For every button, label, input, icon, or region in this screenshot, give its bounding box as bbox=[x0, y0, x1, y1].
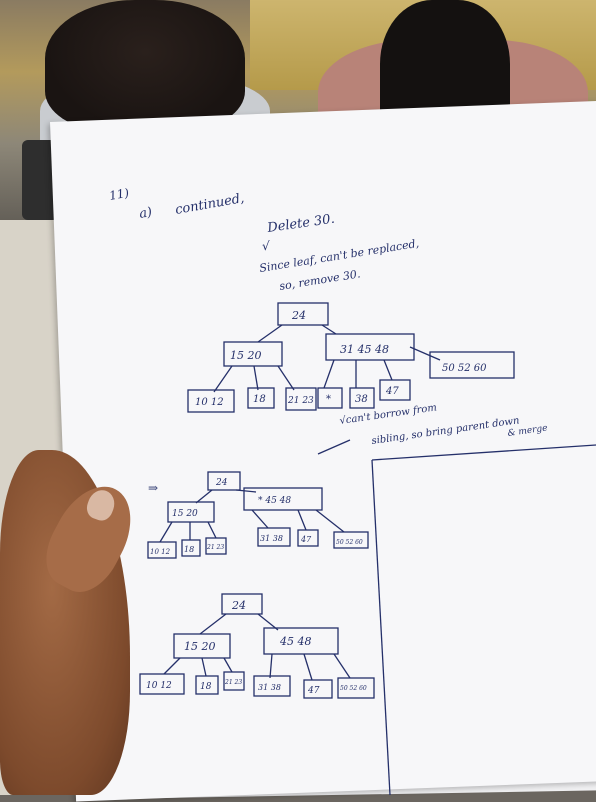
tree2-root-node bbox=[207, 471, 241, 491]
tree2-leaf-text: 21 23 bbox=[206, 544, 224, 551]
tree1-leaf-text: 10 12 bbox=[195, 397, 224, 408]
tree1-leaf-text: * bbox=[326, 394, 331, 405]
heading-title: continued, bbox=[174, 191, 245, 218]
margin-line bbox=[371, 459, 391, 795]
tree2-leaf-text: 31 38 bbox=[260, 534, 283, 543]
tree2-leaf bbox=[205, 537, 227, 555]
tree3-leaf bbox=[303, 679, 333, 699]
tree3-leaf bbox=[253, 675, 291, 697]
instruction-line2: so, remove 30. bbox=[278, 267, 361, 293]
delete-label: Delete 30. bbox=[265, 212, 335, 236]
heading-number: 11) bbox=[108, 186, 130, 203]
tree2-leaf-text: 10 12 bbox=[150, 548, 171, 556]
tree3-root-text: 24 bbox=[231, 599, 246, 612]
tree1-leaf bbox=[187, 389, 235, 413]
tree3-right-node bbox=[263, 627, 339, 655]
tree3-leaf-text: 18 bbox=[200, 682, 212, 692]
tree3-leaf bbox=[139, 673, 185, 695]
tree1-overflow-node bbox=[429, 351, 515, 379]
tree3-leaf-text: 31 38 bbox=[258, 683, 281, 692]
tree3-right-text: 45 48 bbox=[279, 635, 312, 648]
tree2-root-text: 24 bbox=[215, 478, 228, 488]
tree2-leaf-text: 18 bbox=[184, 545, 194, 554]
tree3-leaf bbox=[337, 677, 375, 699]
tree1-root-text: 24 bbox=[291, 309, 306, 322]
tree1-leaf-text: 21 23 bbox=[287, 396, 314, 406]
tree1-leaf bbox=[349, 387, 375, 409]
heading-part: a) bbox=[138, 205, 153, 222]
tree1-leaf bbox=[247, 387, 275, 409]
tree2-arrow: ⇒ bbox=[148, 481, 158, 495]
tree1-overflow-text: 50 52 60 bbox=[442, 363, 487, 374]
tree1-leaf bbox=[285, 387, 317, 411]
tree2-leaf bbox=[297, 529, 319, 547]
tree1-leaf bbox=[379, 379, 411, 401]
tree2-right-node bbox=[243, 487, 323, 511]
tree3-leaf bbox=[223, 671, 245, 691]
tree3-leaf-text: 21 23 bbox=[224, 679, 242, 686]
check-mark: √ bbox=[262, 239, 270, 253]
tree2-right-text: * 45 48 bbox=[258, 496, 291, 506]
note-line1: √can't borrow from bbox=[339, 402, 438, 427]
tree1-right-node bbox=[325, 333, 415, 361]
tree1-leaf-text: 47 bbox=[385, 386, 399, 397]
margin-line-top bbox=[371, 444, 596, 461]
tree3-left-text: 15 20 bbox=[184, 640, 216, 653]
tree3-leaf-text: 50 52 60 bbox=[340, 685, 367, 692]
tree2-leaf bbox=[333, 531, 369, 549]
student-left-hair bbox=[45, 0, 245, 130]
note-arrow bbox=[317, 439, 351, 455]
tree1-root-node bbox=[277, 302, 329, 326]
tree1-leaf-text: 18 bbox=[253, 394, 266, 405]
tree2-leaf bbox=[147, 541, 177, 559]
instruction-line1: Since leaf, can't be replaced, bbox=[258, 237, 419, 275]
tree3-leaf bbox=[195, 675, 219, 695]
tree2-leaf-text: 50 52 60 bbox=[336, 539, 363, 546]
tree1-left-text: 15 20 bbox=[230, 349, 262, 362]
tree3-root-node bbox=[221, 593, 263, 615]
tree3-leaf-text: 47 bbox=[307, 686, 320, 696]
note-line2: sibling, so bring parent down bbox=[371, 415, 520, 447]
tree1-leaf-text: 38 bbox=[355, 394, 368, 405]
tree1-right-text: 31 45 48 bbox=[340, 343, 389, 356]
tree1-left-node bbox=[223, 341, 283, 367]
tree1-leaf bbox=[317, 387, 343, 409]
tree3-leaf-text: 10 12 bbox=[146, 681, 172, 691]
tree2-left-text: 15 20 bbox=[172, 509, 198, 519]
tree2-leaf bbox=[181, 539, 201, 557]
tree2-leaf bbox=[257, 527, 291, 547]
tree2-leaf-text: 47 bbox=[300, 535, 312, 544]
tree2-left-node bbox=[167, 501, 215, 523]
